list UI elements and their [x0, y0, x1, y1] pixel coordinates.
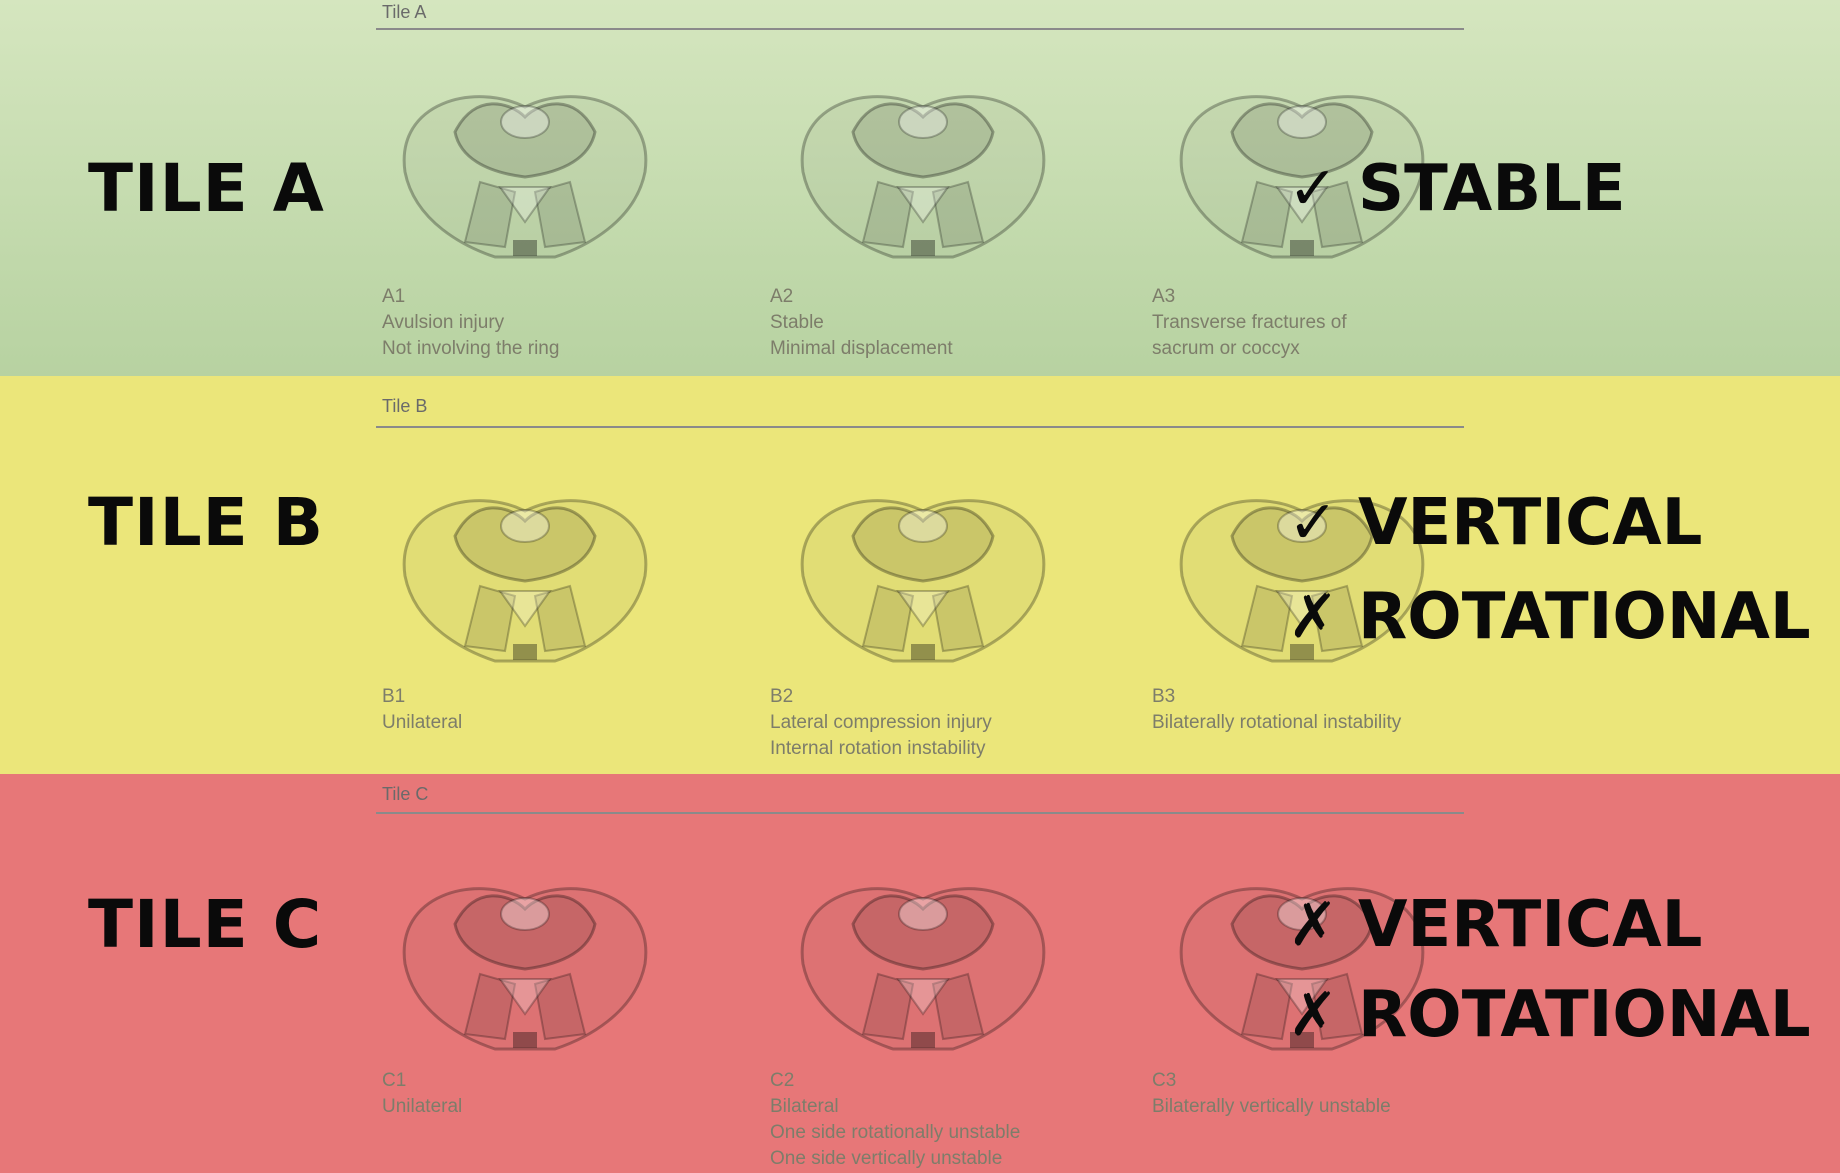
subtype-c1: C1 Unilateral: [382, 1068, 742, 1120]
tile-a-label: TILE A: [88, 150, 325, 227]
check-icon: ✓: [1280, 488, 1346, 558]
subtype-code: C3: [1152, 1068, 1512, 1094]
verdict-rotational: ✗ ROTATIONAL: [1280, 978, 1811, 1052]
subtype-code: A3: [1152, 284, 1512, 310]
subtype-line: One side rotationally unstable: [770, 1120, 1130, 1146]
subtype-line: Bilateral: [770, 1094, 1130, 1120]
subtype-a2: A2 Stable Minimal displacement: [770, 284, 1130, 362]
tile-c-band: Tile C C1 Unilateral C2 Bilateral One si…: [0, 774, 1840, 1173]
verdict-rotational: ✗ ROTATIONAL: [1280, 580, 1811, 654]
cross-icon: ✗: [1280, 582, 1346, 652]
pelvis-a1-illustration: [365, 62, 685, 267]
tile-a-band: Tile A A1 Avulsion injury Not involving …: [0, 0, 1840, 376]
tile-b-band: Tile B B1 Unilateral B2 Lateral compress…: [0, 376, 1840, 774]
subtype-line: Unilateral: [382, 1094, 742, 1120]
subtype-line: Avulsion injury: [382, 310, 742, 336]
subtype-code: A2: [770, 284, 1130, 310]
subtype-line: Internal rotation instability: [770, 736, 1130, 762]
tile-c-rule: [376, 812, 1464, 814]
pelvis-a2-illustration: [763, 62, 1083, 267]
cross-icon: ✗: [1280, 980, 1346, 1050]
verdict-vertical: ✗ VERTICAL: [1280, 888, 1702, 962]
verdict-vertical: ✓ VERTICAL: [1280, 486, 1702, 560]
subtype-code: A1: [382, 284, 742, 310]
subtype-line: Lateral compression injury: [770, 710, 1130, 736]
subtype-c3: C3 Bilaterally vertically unstable: [1152, 1068, 1512, 1120]
verdict-text: STABLE: [1358, 152, 1626, 226]
subtype-a3: A3 Transverse fractures of sacrum or coc…: [1152, 284, 1512, 362]
subtype-a1: A1 Avulsion injury Not involving the rin…: [382, 284, 742, 362]
subtype-code: B3: [1152, 684, 1512, 710]
pelvis-b2-illustration: [763, 466, 1083, 671]
subtype-code: B2: [770, 684, 1130, 710]
pelvis-c2-illustration: [763, 854, 1083, 1059]
tile-b-caption: Tile B: [382, 396, 427, 417]
verdict-text: VERTICAL: [1358, 888, 1702, 962]
subtype-line: Stable: [770, 310, 1130, 336]
tile-a-rule: [376, 28, 1464, 30]
tile-b-rule: [376, 426, 1464, 428]
pelvis-c1-illustration: [365, 854, 685, 1059]
subtype-code: C2: [770, 1068, 1130, 1094]
verdict-text: ROTATIONAL: [1358, 978, 1811, 1052]
subtype-line: sacrum or coccyx: [1152, 336, 1512, 362]
subtype-line: Bilaterally vertically unstable: [1152, 1094, 1512, 1120]
subtype-line: Minimal displacement: [770, 336, 1130, 362]
subtype-line: One side vertically unstable: [770, 1146, 1130, 1172]
pelvis-b1-illustration: [365, 466, 685, 671]
check-icon: ✓: [1280, 154, 1346, 224]
subtype-b1: B1 Unilateral: [382, 684, 742, 736]
subtype-line: Bilaterally rotational instability: [1152, 710, 1512, 736]
subtype-b3: B3 Bilaterally rotational instability: [1152, 684, 1512, 736]
subtype-code: B1: [382, 684, 742, 710]
subtype-c2: C2 Bilateral One side rotationally unsta…: [770, 1068, 1130, 1172]
verdict-text: VERTICAL: [1358, 486, 1702, 560]
tile-c-label: TILE C: [88, 886, 322, 963]
cross-icon: ✗: [1280, 890, 1346, 960]
verdict-text: ROTATIONAL: [1358, 580, 1811, 654]
subtype-line: Transverse fractures of: [1152, 310, 1512, 336]
tile-c-caption: Tile C: [382, 784, 428, 805]
subtype-line: Not involving the ring: [382, 336, 742, 362]
verdict-stable: ✓ STABLE: [1280, 152, 1626, 226]
tile-b-label: TILE B: [88, 484, 324, 561]
tile-a-caption: Tile A: [382, 2, 426, 23]
subtype-line: Unilateral: [382, 710, 742, 736]
subtype-b2: B2 Lateral compression injury Internal r…: [770, 684, 1130, 762]
subtype-code: C1: [382, 1068, 742, 1094]
